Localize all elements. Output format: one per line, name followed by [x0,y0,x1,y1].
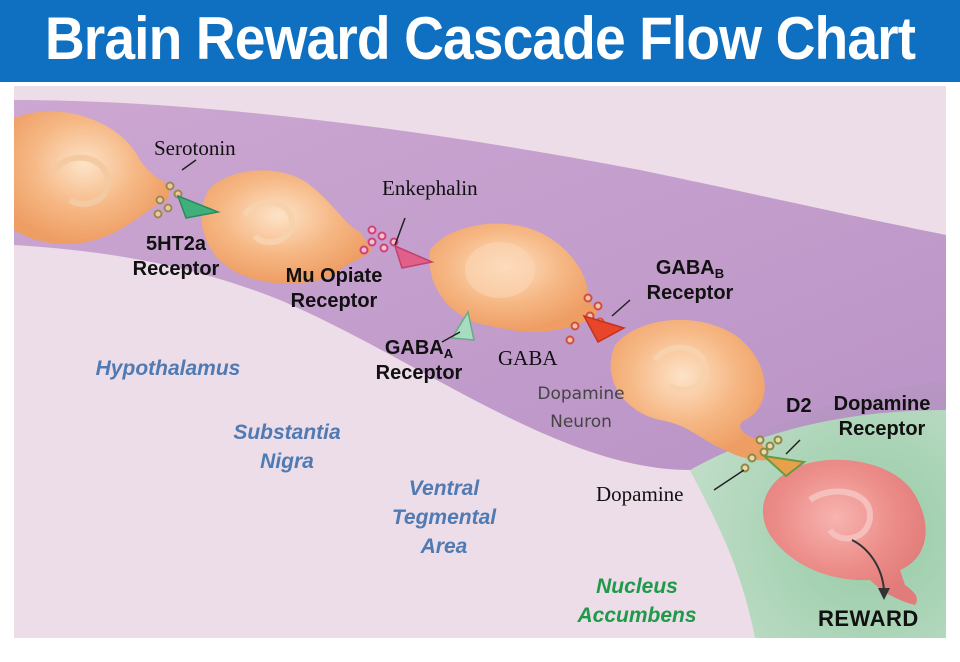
enkephalin-vesicles [359,225,399,255]
d2-prefix-label: D2 [786,395,812,417]
pink-triangle-receptor-icon [393,244,435,269]
gaba-b-receptor-label: GABAB Receptor [634,256,746,306]
vta-line2: Tegmental [391,506,497,529]
substantia-line2: Nigra [260,450,314,473]
d2-line2: Receptor [838,418,926,440]
enkephalin-leader [394,217,406,246]
gaba-a-main: GABA [384,337,444,359]
dopamine-neuron-line1: Dopamine [537,384,625,404]
d2-dopamine-receptor-label: Dopamine Receptor [820,392,944,442]
orange-triangle-receptor-icon [760,454,807,478]
reward-neuron [762,459,926,605]
enkephalin-label: Enkephalin [382,176,478,200]
dopamine-neuron-line2: Neuron [550,412,612,432]
enkephalin-neuron [201,170,372,284]
gaba-b-line1: GABAB [634,256,746,281]
curved-arrow-icon [851,539,885,591]
hypothalamus-label: Hypothalamus [95,357,241,380]
dopamine-neuron [610,319,770,461]
red-triangle-receptor-icon [582,314,626,344]
serotonin-neuron [14,111,170,245]
title-bar: Brain Reward Cascade Flow Chart [0,0,960,82]
vta-line1: Ventral [408,477,480,500]
d2-line1: Dopamine [833,393,931,415]
substantia-line1: Substantia [233,421,341,444]
gaba-a-leader [441,331,461,343]
nucleus-line2: Accumbens [577,604,697,627]
serotonin-leader [181,159,197,171]
vta-line3: Area [420,535,468,558]
d2-leader [785,439,801,455]
5ht2a-line2: Receptor [132,258,220,280]
nucleus-accumbens-label: Nucleus Accumbens [554,572,720,630]
mu-line1: Mu Opiate [285,265,383,287]
substantia-nigra-label: Substantia Nigra [222,418,352,476]
green-triangle-receptor-icon [176,194,221,219]
reward-label: REWARD [818,606,919,631]
gaba-neuron [429,223,598,333]
5ht2a-line1: 5HT2a [145,233,207,255]
gaba-b-subscript: B [714,266,725,281]
gaba-b-leader [611,299,631,317]
gaba-label: GABA [498,346,558,370]
gaba-a-line2: Receptor [375,362,463,384]
mu-opiate-receptor-label: Mu Opiate Receptor [272,264,396,314]
dopamine-neuron-label: Dopamine Neuron [522,380,640,436]
mu-line2: Receptor [290,290,378,312]
gaba-b-line2: Receptor [646,282,734,304]
gaba-a-subscript: A [443,346,454,361]
dopamine-leader [713,469,745,491]
ventral-tegmental-area-label: Ventral Tegmental Area [370,474,518,561]
nucleus-line1: Nucleus [596,575,678,598]
gaba-a-line1: GABAA [364,336,474,361]
5ht2a-receptor-label: 5HT2a Receptor [120,232,232,282]
dopamine-label: Dopamine [596,482,684,506]
gaba-b-main: GABA [655,257,715,279]
page-title: Brain Reward Cascade Flow Chart [44,5,916,72]
gaba-a-receptor-label: GABAA Receptor [364,336,474,386]
serotonin-label: Serotonin [154,136,236,160]
